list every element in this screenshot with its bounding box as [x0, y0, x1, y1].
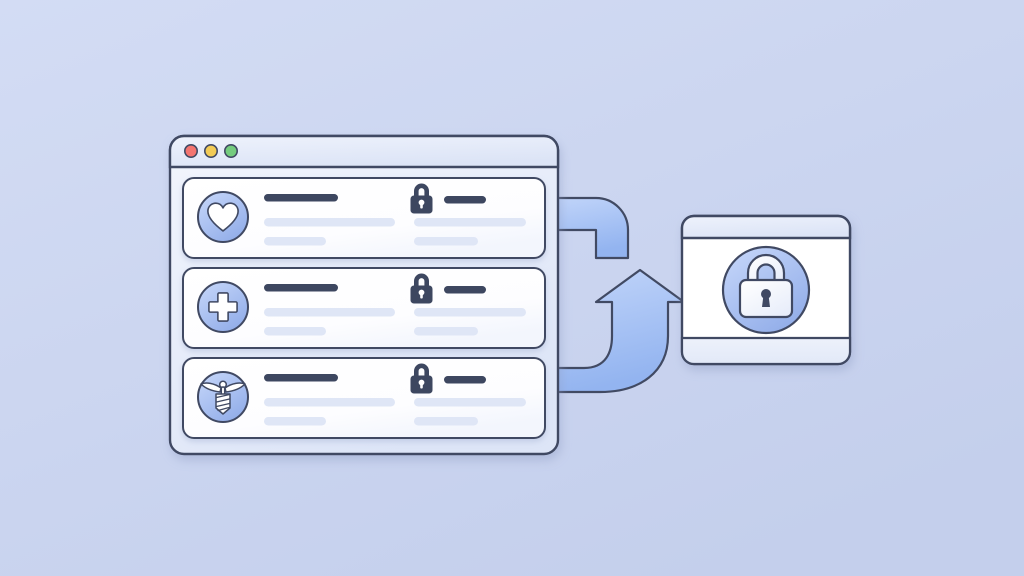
flow-path-top	[538, 196, 630, 260]
record-row-heart[interactable]	[182, 177, 546, 259]
record-meta-subtitle-bar	[414, 237, 478, 246]
lock-icon	[738, 253, 794, 319]
record-meta-title-bar	[444, 286, 486, 294]
record-meta-subtitle-bar	[414, 327, 478, 336]
record-title-bar	[264, 194, 338, 202]
record-row-caduceus[interactable]	[182, 357, 546, 439]
minimize-button[interactable]	[204, 144, 219, 159]
caduceus-icon	[197, 371, 249, 423]
flow-path-bottom	[538, 268, 686, 394]
flow-arrows	[538, 196, 686, 394]
close-button[interactable]	[184, 144, 199, 159]
record-subtitle-bar	[264, 218, 395, 227]
records-window[interactable]	[168, 134, 560, 456]
record-subtitle-bar	[264, 308, 395, 317]
record-subtitle-bar	[264, 237, 326, 246]
record-meta-title-bar	[444, 196, 486, 204]
maximize-button[interactable]	[224, 144, 239, 159]
lock-icon	[410, 183, 433, 214]
record-subtitle-bar	[264, 398, 395, 407]
record-subtitle-bar	[264, 417, 326, 426]
lock-icon	[410, 273, 433, 304]
secure-window-statusbar	[680, 336, 852, 366]
record-meta-subtitle-bar	[414, 398, 526, 407]
record-meta-subtitle-bar	[414, 308, 526, 317]
record-title-bar	[264, 284, 338, 292]
record-row-plus[interactable]	[182, 267, 546, 349]
record-meta-title-bar	[444, 376, 486, 384]
lock-icon	[410, 363, 433, 394]
record-subtitle-bar	[264, 327, 326, 336]
secure-window-titlebar	[680, 214, 852, 240]
record-meta-subtitle-bar	[414, 218, 526, 227]
secure-window[interactable]	[680, 214, 852, 366]
medical-cross-icon	[197, 281, 249, 333]
heart-icon	[197, 191, 249, 243]
traffic-lights[interactable]	[184, 144, 239, 159]
window-titlebar	[168, 134, 560, 169]
record-meta-subtitle-bar	[414, 417, 478, 426]
record-title-bar	[264, 374, 338, 382]
secure-lock-badge	[721, 245, 811, 335]
